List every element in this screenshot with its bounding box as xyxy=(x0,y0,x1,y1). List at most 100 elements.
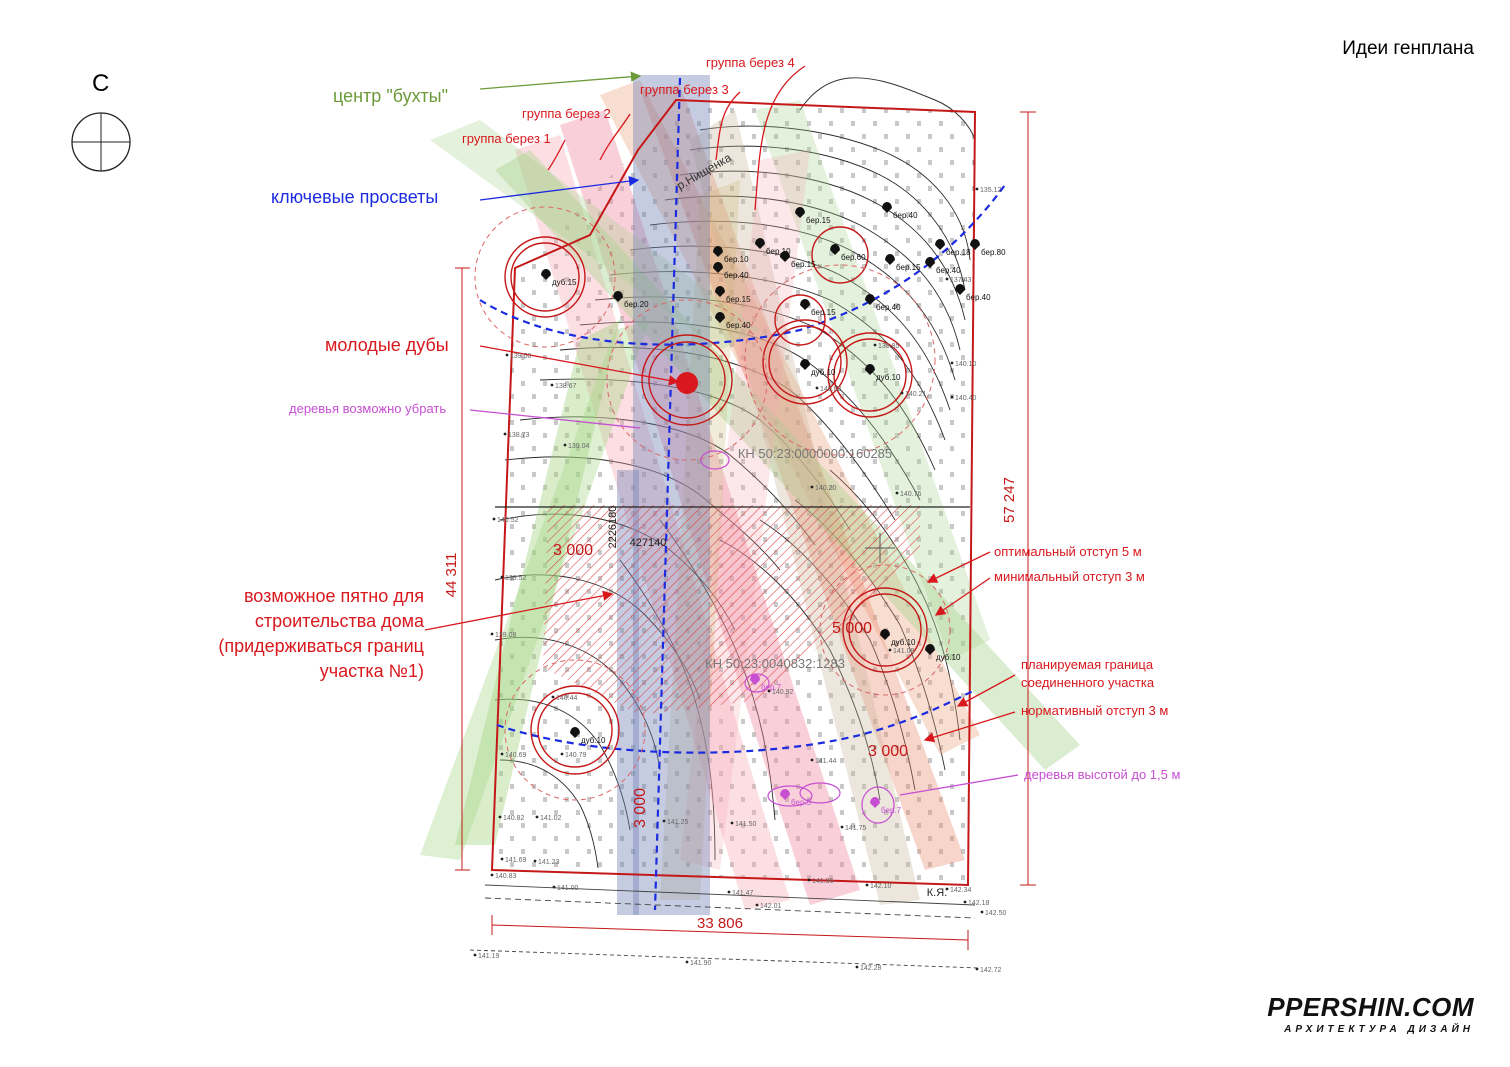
label-low-trees: деревья высотой до 1,5 м xyxy=(1024,767,1181,782)
dim-offset-5000: 5 000 xyxy=(832,620,872,637)
elevation-dot xyxy=(855,965,859,969)
elevation-dot xyxy=(551,695,555,699)
elevation-dot xyxy=(500,857,504,861)
tree-icon xyxy=(713,262,723,273)
tree-icon xyxy=(613,291,623,302)
tree-label: бер.15 xyxy=(896,263,921,272)
north-letter: С xyxy=(92,70,110,97)
elevation-value: 140.02 xyxy=(820,386,842,393)
label-birch-group-2: группа берез 2 xyxy=(522,106,611,121)
tree-label: бер.40 xyxy=(966,293,991,302)
elevation-value: 140.40 xyxy=(955,395,977,402)
tree-icon xyxy=(865,364,875,375)
elevation-dot xyxy=(807,878,811,882)
tree-icon xyxy=(925,257,935,268)
tree-label: бер.40 xyxy=(876,303,901,312)
label-minimal-offset: минимальный отступ 3 м xyxy=(994,569,1145,584)
elevation-value: 141.75 xyxy=(845,825,867,832)
elevation-dot xyxy=(490,873,494,877)
road-lines xyxy=(469,884,981,969)
cadastral-upper: КН 50:23:0000000:160285 xyxy=(738,446,892,461)
logo-name: PPERSHIN.COM xyxy=(1267,992,1474,1022)
elevation-dot xyxy=(662,819,666,823)
dim-bottom-width: 33 806 xyxy=(697,915,743,932)
elevation-dot xyxy=(895,491,899,495)
elevation-value: 141.19 xyxy=(478,953,500,960)
elevation-dot xyxy=(505,353,509,357)
elevation-dot xyxy=(492,517,496,521)
elevation-value: 138.73 xyxy=(508,432,530,439)
tree-icon xyxy=(880,629,890,640)
elevation-dot xyxy=(873,343,877,347)
kya-mark: К.Я. xyxy=(927,887,947,899)
elevation-value: 142.18 xyxy=(968,900,990,907)
elevation-dot xyxy=(810,485,814,489)
elevation-value: 139.85 xyxy=(878,343,900,350)
tree-icon xyxy=(935,239,945,250)
tree-dashed-circles xyxy=(474,206,951,801)
tree-icon xyxy=(795,207,805,218)
dim-offset-3000-top: 3 000 xyxy=(553,542,593,559)
dim-offset-3000-right: 3 000 xyxy=(868,743,908,760)
elevation-dot xyxy=(730,821,734,825)
coord-x: 2226180 xyxy=(607,506,619,549)
tree-icon xyxy=(885,254,895,265)
elevation-dot xyxy=(503,432,507,436)
elevation-dot xyxy=(888,648,892,652)
elevation-value: 142.10 xyxy=(870,883,892,890)
elevation-value: 140.10 xyxy=(955,361,977,368)
tree-label: бер.40 xyxy=(724,271,749,280)
elevation-value: 141.90 xyxy=(690,960,712,967)
elevation-value: 139.04 xyxy=(568,443,590,450)
north-arrow xyxy=(71,112,131,172)
elevation-value: 140.69 xyxy=(505,752,527,759)
label-house-spot-2: строительства дома xyxy=(254,611,424,631)
tree-label: дуб.10 xyxy=(936,653,961,662)
elevation-value: 140.83 xyxy=(495,873,517,880)
elevation-value: 139.08 xyxy=(495,632,517,639)
elevation-value: 141.02 xyxy=(540,815,562,822)
tree-icon xyxy=(541,269,551,280)
elevation-dot xyxy=(498,815,502,819)
tree-icon xyxy=(715,312,725,323)
elevation-dot xyxy=(560,752,564,756)
dim-offset-3000-vertical: 3 000 xyxy=(632,788,649,828)
tree-label: бер.40 xyxy=(726,321,751,330)
tree-label: дуб.10 xyxy=(811,368,836,377)
elevation-value: 141.50 xyxy=(735,821,757,828)
label-bay-center: центр "бухты" xyxy=(333,86,448,106)
cadastral-lower: КН 50:23:0040832:1283 xyxy=(705,656,845,671)
elevation-value: 137.43 xyxy=(950,277,972,284)
elevation-value: 141.96 xyxy=(812,878,834,885)
elevation-value: 141.44 xyxy=(815,758,837,765)
elevation-value: 139.50 xyxy=(510,353,532,360)
label-house-spot-1: возможное пятно для xyxy=(243,586,424,606)
low-trees xyxy=(700,450,895,824)
elevation-value: 140.82 xyxy=(503,815,525,822)
elevation-value: 140.44 xyxy=(556,695,578,702)
dim-right-height: 57 247 xyxy=(1001,477,1018,523)
tree-label: дуб.10 xyxy=(876,373,901,382)
tree-icon xyxy=(570,727,580,738)
tree-icon xyxy=(750,674,760,685)
tree-circles xyxy=(504,226,928,775)
elevation-value: 142.72 xyxy=(980,967,1002,974)
elevation-dot xyxy=(685,960,689,964)
label-house-spot-3: (придерживаться границ xyxy=(218,636,424,656)
tree-icon xyxy=(970,239,980,250)
tree-icon xyxy=(780,789,790,800)
elevation-dot xyxy=(975,967,979,971)
elevation-dot xyxy=(950,395,954,399)
tree-label: бер.60 xyxy=(841,253,866,262)
elevation-value: 141.00 xyxy=(557,885,579,892)
tree-label: бер.15 xyxy=(806,216,831,225)
tree-label: бер.15 xyxy=(791,260,816,269)
tree-icon xyxy=(865,294,875,305)
tree-icon xyxy=(715,286,725,297)
dim-left-height: 44 311 xyxy=(443,553,460,598)
elevation-value: 141.69 xyxy=(505,857,527,864)
elevation-value: 142.50 xyxy=(985,910,1007,917)
elevation-dot xyxy=(550,383,554,387)
tree-label: бер.10 xyxy=(724,255,749,264)
leader-lines xyxy=(424,65,1019,796)
